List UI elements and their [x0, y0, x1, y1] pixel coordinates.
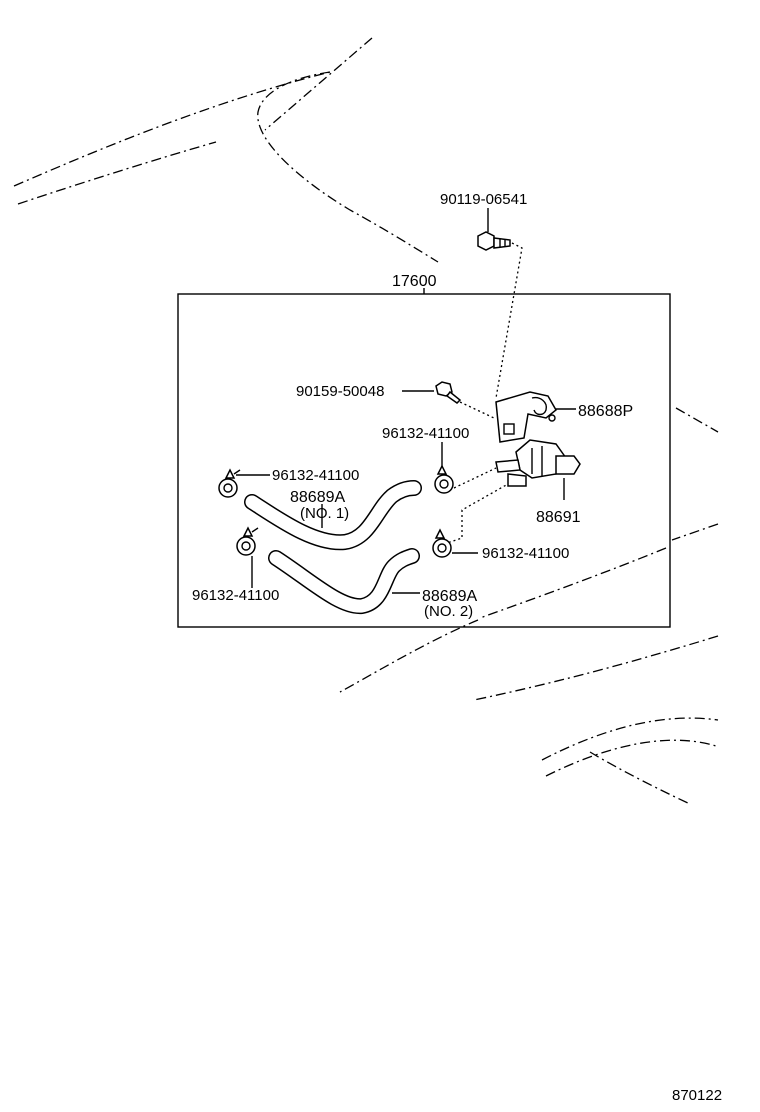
label-clamp-d: 96132-41100 — [482, 545, 569, 562]
clamp-d-icon — [432, 528, 452, 558]
bolt-top-icon — [477, 231, 511, 251]
clamp-a-icon — [218, 468, 241, 498]
bolt-mid-icon — [435, 381, 462, 404]
label-bracket: 88688P — [578, 403, 633, 420]
assembly-number: 17600 — [392, 273, 437, 290]
hose-no1-icon — [244, 480, 422, 551]
bracket-icon — [495, 391, 557, 443]
label-clamp-c: 96132-41100 — [192, 587, 279, 604]
hose-no2-icon — [268, 548, 420, 615]
label-bolt-mid: 90159-50048 — [296, 383, 384, 400]
body-outline-lines — [13, 37, 719, 805]
valve-icon — [495, 439, 581, 487]
clamp-c-icon — [236, 526, 259, 556]
label-bolt-top: 90119-06541 — [440, 191, 527, 208]
label-clamp-b: 96132-41100 — [382, 425, 469, 442]
label-hose-2: 88689A — [422, 588, 477, 605]
clamp-b-icon — [434, 464, 454, 494]
label-hose-1-sub: (NO. 1) — [300, 505, 349, 522]
label-clamp-a: 96132-41100 — [272, 467, 359, 484]
diagram-code: 870122 — [672, 1087, 722, 1104]
label-hose-2-sub: (NO. 2) — [424, 603, 473, 620]
label-hose-1: 88689A — [290, 489, 345, 506]
label-valve: 88691 — [536, 509, 581, 526]
